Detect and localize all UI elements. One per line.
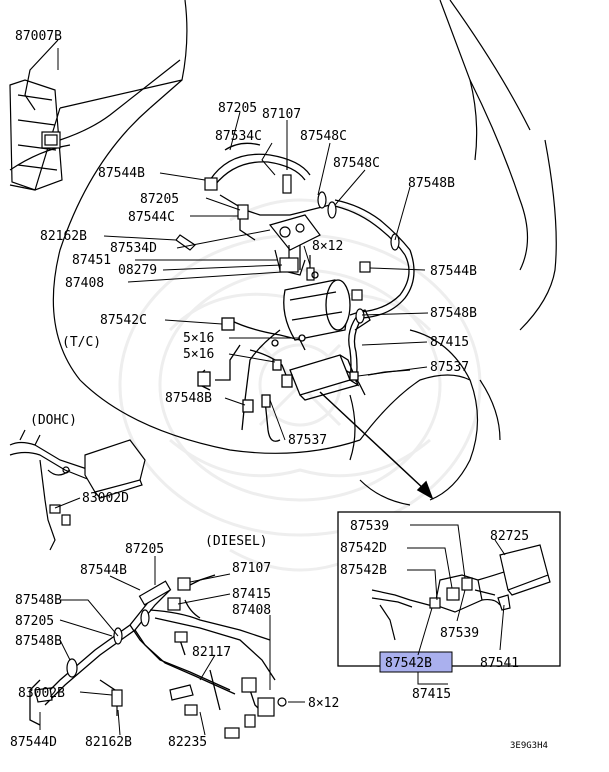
diesel-parts bbox=[34, 577, 287, 739]
callout-5x16-b: 5×16 bbox=[183, 347, 214, 362]
callout-87539-b: 87539 bbox=[440, 626, 479, 641]
detail-inset bbox=[337, 511, 561, 667]
callout-87548C-a: 87548C bbox=[300, 129, 347, 144]
callout-dohc: (DOHC) bbox=[30, 413, 77, 428]
callout-5x16-a: 5×16 bbox=[183, 331, 214, 346]
callout-82725: 82725 bbox=[490, 529, 529, 544]
harness-clips bbox=[317, 191, 400, 324]
leader-lines bbox=[39, 48, 506, 736]
highlighted-part-box bbox=[379, 651, 453, 673]
callout-87537-a: 87537 bbox=[430, 360, 469, 375]
callout-82162B-a: 82162B bbox=[40, 229, 87, 244]
callout-87415-b: 87415 bbox=[232, 587, 271, 602]
callout-87544C: 87544C bbox=[128, 210, 175, 225]
callout-08279: 08279 bbox=[118, 263, 157, 278]
callout-87107-a: 87107 bbox=[262, 107, 301, 122]
callout-87548B-e: 87548B bbox=[15, 634, 62, 649]
callout-87415-c: 87415 bbox=[412, 687, 451, 702]
control-unit-main bbox=[197, 271, 360, 413]
callout-87544D: 87544D bbox=[10, 735, 57, 750]
callout-87205-b: 87205 bbox=[140, 192, 179, 207]
callout-87542B-highlight: 87542B bbox=[385, 656, 432, 671]
dohc-view bbox=[9, 429, 146, 551]
callout-87544B-b: 87544B bbox=[430, 264, 477, 279]
callout-87539-a: 87539 bbox=[350, 519, 389, 534]
callout-82117: 82117 bbox=[192, 645, 231, 660]
callout-87534D: 87534D bbox=[110, 241, 157, 256]
callout-83002B: 83002B bbox=[18, 686, 65, 701]
callout-8x12-b: 8×12 bbox=[308, 696, 339, 711]
callout-87007B: 87007B bbox=[15, 29, 62, 44]
callout-87542D: 87542D bbox=[340, 541, 387, 556]
callout-87544B-c: 87544B bbox=[80, 563, 127, 578]
callout-87408-a: 87408 bbox=[65, 276, 104, 291]
detail-arrow bbox=[319, 391, 434, 500]
callout-87205-d: 87205 bbox=[15, 614, 54, 629]
callout-83002D: 83002D bbox=[82, 491, 129, 506]
callout-87541: 87541 bbox=[480, 656, 519, 671]
callout-8x12-a: 8×12 bbox=[312, 239, 343, 254]
callout-87548C-b: 87548C bbox=[333, 156, 380, 171]
callout-diesel: (DIESEL) bbox=[205, 534, 268, 549]
callout-87542C: 87542C bbox=[100, 313, 147, 328]
callout-87542B-a: 87542B bbox=[340, 563, 387, 578]
callout-87548B-c: 87548B bbox=[165, 391, 212, 406]
diagram-code: 3E9G3H4 bbox=[510, 741, 548, 751]
callout-87408-b: 87408 bbox=[232, 603, 271, 618]
callout-labels: 87007B 87205 87107 87534C 87548C 87548C … bbox=[10, 29, 529, 750]
top-left-component bbox=[9, 39, 181, 191]
callout-87537-b: 87537 bbox=[288, 433, 327, 448]
canister bbox=[283, 279, 371, 351]
callout-82162B-b: 82162B bbox=[85, 735, 132, 750]
callout-87451: 87451 bbox=[72, 253, 111, 268]
callout-87107-b: 87107 bbox=[232, 561, 271, 576]
callout-87548B-b: 87548B bbox=[430, 306, 477, 321]
callout-87544B-a: 87544B bbox=[98, 166, 145, 181]
callout-82235: 82235 bbox=[168, 735, 207, 750]
callout-87548B-d: 87548B bbox=[15, 593, 62, 608]
sensor-bracket bbox=[175, 160, 321, 281]
callout-87205-c: 87205 bbox=[125, 542, 164, 557]
callout-87534C: 87534C bbox=[215, 129, 262, 144]
callout-87548B-a: 87548B bbox=[408, 176, 455, 191]
callout-87205-a: 87205 bbox=[218, 101, 257, 116]
callout-87415-a: 87415 bbox=[430, 335, 469, 350]
callout-tc: (T/C) bbox=[62, 335, 101, 350]
